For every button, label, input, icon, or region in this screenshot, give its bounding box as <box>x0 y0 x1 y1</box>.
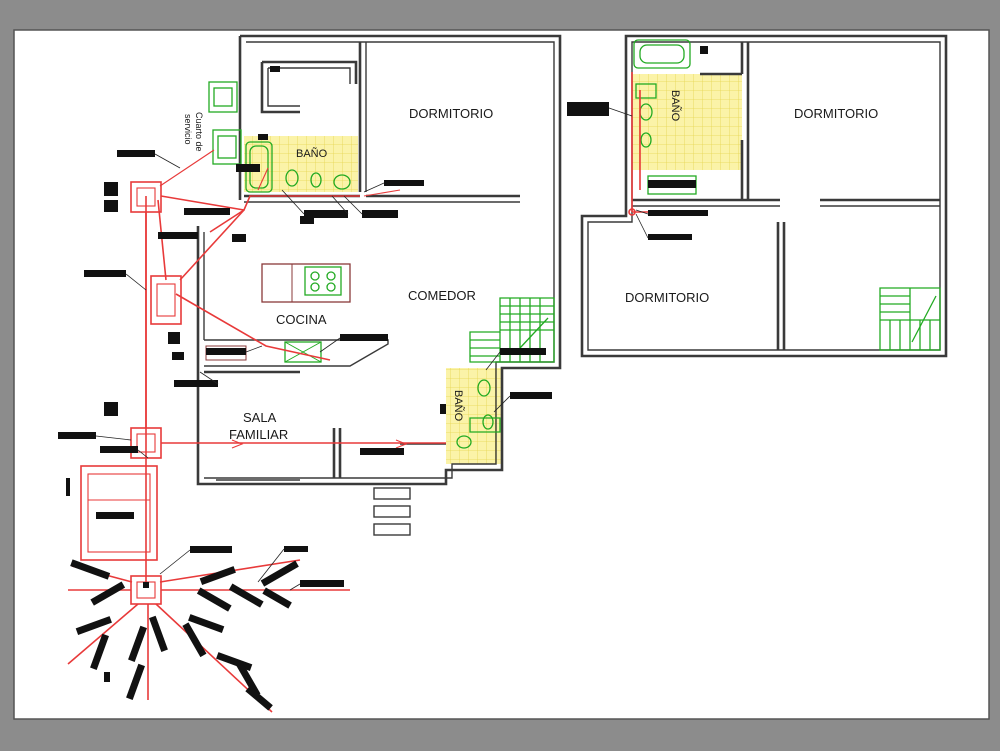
bidet-icon <box>482 414 494 430</box>
room-label-cocina: COCINA <box>276 312 327 327</box>
upper-floor-plan: DORMITORIO DORMITORIO BAÑO <box>580 34 948 358</box>
ground-floor-plan: DORMITORIO COMEDOR COCINA SALA FAMILIAR … <box>183 34 562 536</box>
bidet-icon <box>310 172 322 188</box>
room-label-familiar: FAMILIAR <box>229 427 288 442</box>
bathroom-tiles-upper <box>244 136 358 192</box>
front-steps <box>373 487 411 536</box>
label-cuarto-de: Cuarto de <box>194 112 204 152</box>
washbasin-icon <box>333 174 351 190</box>
room-label-dormitorio: DORMITORIO <box>409 106 493 121</box>
bathroom-tiles-upper-floor <box>632 74 742 170</box>
kitchen-island <box>261 263 351 303</box>
room-label-bano-upper: BAÑO <box>296 147 328 160</box>
room-label-bano-lower: BAÑO <box>452 390 465 422</box>
stairs-ground-floor <box>469 297 555 363</box>
room-label-bano-upper-floor: BAÑO <box>669 90 682 122</box>
stairs-upper-floor <box>879 287 941 351</box>
room-label-dormitorio: DORMITORIO <box>794 106 878 121</box>
bathtub-icon <box>633 39 691 69</box>
bathroom-tiles-lower <box>446 368 502 464</box>
bidet-icon <box>640 132 652 148</box>
toilet-icon <box>285 169 299 187</box>
room-label-sala: SALA <box>243 410 277 425</box>
washbasin-icon <box>456 435 472 449</box>
room-label-dormitorio: DORMITORIO <box>625 290 709 305</box>
laundry-sink-icon <box>208 81 238 113</box>
septic-tank <box>80 465 158 561</box>
room-label-comedor: COMEDOR <box>408 288 476 303</box>
inspection-chamber <box>150 275 182 325</box>
label-servicio: servicio <box>183 114 193 145</box>
sink-icon <box>284 341 322 363</box>
toilet-icon <box>477 379 491 397</box>
stove-icon <box>304 266 342 296</box>
leader-lines <box>95 107 649 591</box>
annotation-tags <box>58 46 708 711</box>
washer-icon <box>212 129 242 165</box>
